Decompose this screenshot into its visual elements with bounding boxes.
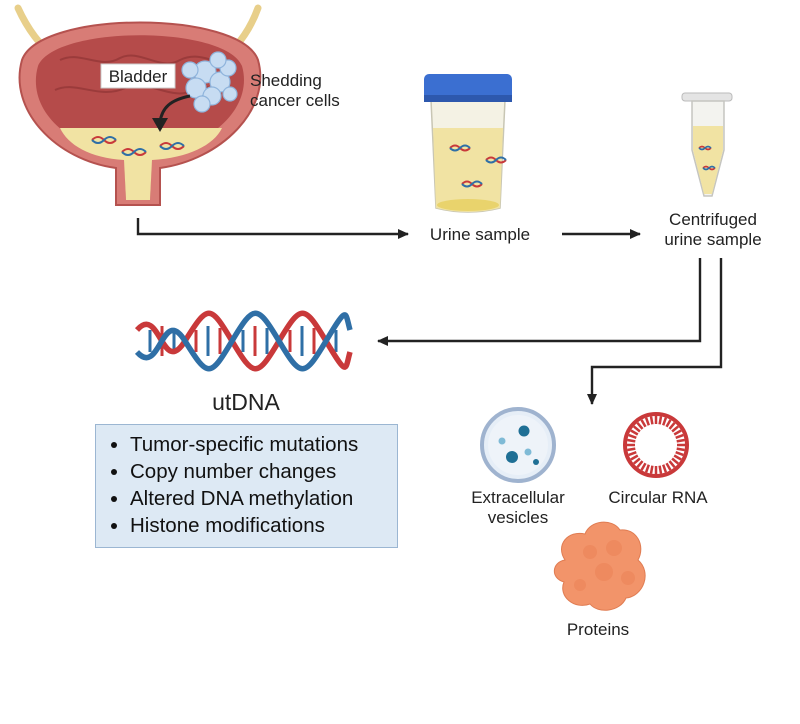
proteins-label: Proteins: [567, 620, 629, 639]
rna-tick: [632, 457, 641, 465]
bladder-label: Bladder: [109, 67, 168, 86]
rna-tick: [630, 454, 639, 461]
centrifuged-label-line1: Centrifuged: [669, 210, 757, 229]
urine-sample-label: Urine sample: [430, 225, 530, 244]
rna-tick: [668, 460, 676, 469]
rna-tick: [658, 416, 663, 425]
dna-fragment-icon: [91, 136, 185, 156]
rna-tick: [676, 447, 685, 452]
utdna-features-box: Tumor-specific mutations Copy number cha…: [95, 424, 398, 548]
rna-tick: [662, 417, 668, 426]
cancer-cells-icon: [181, 51, 238, 113]
rna-tick: [665, 462, 672, 471]
utdna-features-list: Tumor-specific mutations Copy number cha…: [96, 425, 397, 539]
rna-tick: [668, 421, 676, 430]
rna-tick: [665, 419, 672, 428]
rna-tick: [649, 465, 654, 474]
arrow-tube-to-biomarkers: [587, 258, 723, 405]
rna-tick: [644, 464, 650, 473]
protein-icon: [553, 521, 646, 611]
arrow-tube-to-utdna: [377, 258, 702, 346]
rna-tick: [676, 438, 685, 443]
centrifuged-label-line2: urine sample: [664, 230, 761, 249]
rna-tick: [640, 462, 647, 471]
rna-tick: [673, 454, 682, 461]
rna-tick: [671, 425, 680, 433]
circular-rna-icon: [623, 412, 689, 478]
utdna-label: utDNA: [212, 389, 280, 415]
rna-tick: [632, 425, 641, 433]
dna-helix-icon: [134, 310, 353, 372]
rna-tick: [636, 460, 644, 469]
rna-tick: [627, 438, 636, 443]
feature-item: Tumor-specific mutations: [130, 431, 397, 458]
rna-tick: [673, 429, 682, 436]
extracellular-vesicle-icon: [480, 407, 556, 483]
extracellular-label-line2: vesicles: [488, 508, 548, 527]
feature-item: Histone modifications: [130, 512, 397, 539]
urine-cup-icon: [424, 74, 512, 213]
centrifuge-tube-icon: [681, 92, 733, 197]
rna-tick: [628, 451, 637, 457]
feature-item: Altered DNA methylation: [130, 485, 397, 512]
rna-tick: [662, 464, 668, 473]
shedding-label-line1: Shedding: [250, 71, 322, 90]
rna-tick: [675, 433, 684, 439]
rna-tick: [671, 457, 680, 465]
feature-item: Copy number changes: [130, 458, 397, 485]
rna-tick: [675, 451, 684, 457]
rna-tick: [658, 465, 663, 474]
rna-tick: [628, 433, 637, 439]
arrow-bladder-to-cup: [136, 218, 409, 239]
rna-tick: [649, 416, 654, 425]
rna-tick: [627, 447, 636, 452]
rna-tick: [636, 421, 644, 430]
rna-tick: [644, 417, 650, 426]
rna-tick: [640, 419, 647, 428]
circular-rna-label: Circular RNA: [608, 488, 708, 507]
rna-tick: [630, 429, 639, 436]
shedding-label-line2: cancer cells: [250, 91, 340, 110]
extracellular-label-line1: Extracellular: [471, 488, 565, 507]
bladder-illustration: Bladder: [14, 4, 262, 206]
